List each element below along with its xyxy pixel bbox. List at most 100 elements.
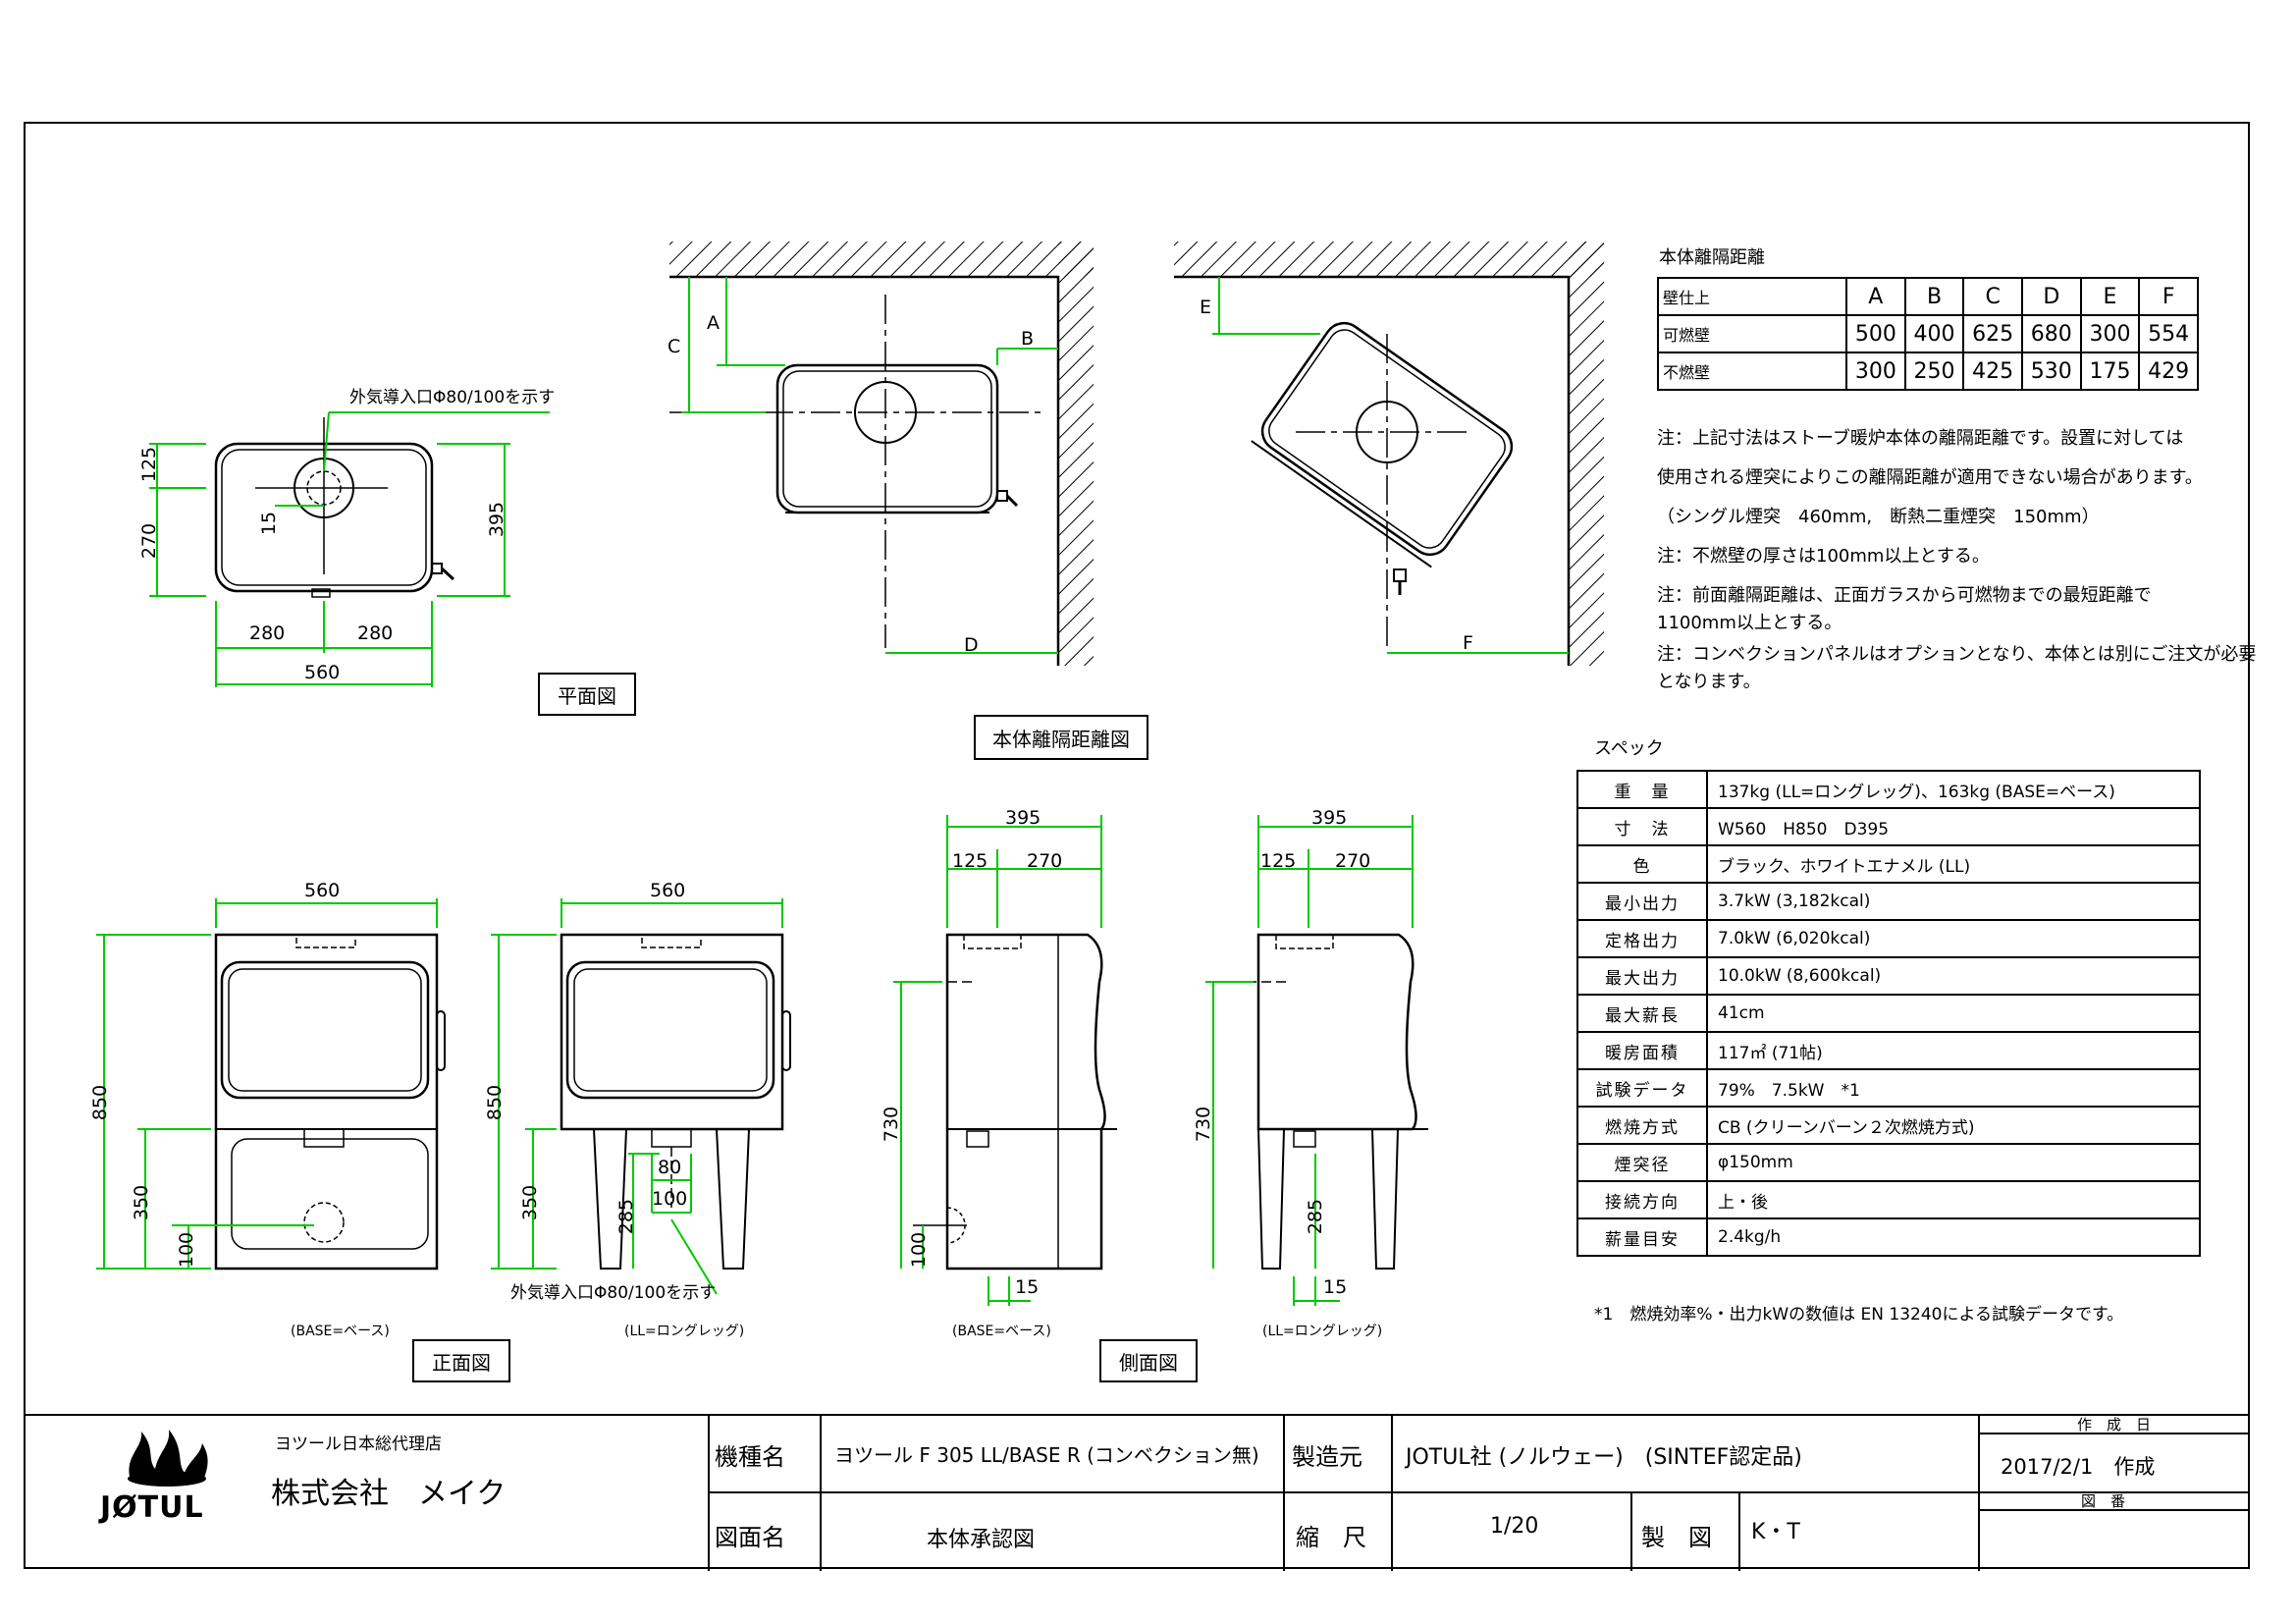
spec-value: CB (クリーンバーン２次燃焼方式) (1706, 1106, 2201, 1145)
front-view-label: 正面図 (412, 1339, 510, 1382)
plan-view-label: 平面図 (538, 673, 636, 716)
plan-view (149, 411, 550, 687)
front-view-base (96, 898, 446, 1271)
clearance-col-d: D (2020, 277, 2082, 316)
dim-560: 560 (304, 662, 341, 683)
dim-front-850-b: 850 (484, 1084, 507, 1121)
clearance-row-label: 可燃壁 (1657, 314, 1847, 353)
dim-front-560-a: 560 (304, 880, 341, 901)
table-row: 可燃壁 500 400 625 680 300 554 (1657, 314, 2199, 353)
clearance-col-b: B (1903, 277, 1965, 316)
dim-side-270-a: 270 (1027, 850, 1063, 872)
dim-125: 125 (138, 446, 161, 483)
spec-footnote: *1 燃焼効率%・出力kWの数値は EN 13240による試験データです。 (1594, 1305, 2124, 1325)
dim-side-395-b: 395 (1311, 807, 1348, 829)
clearance-letter-b: B (1021, 328, 1035, 350)
clearance-col-c: C (1962, 277, 2023, 316)
spec-key: 色 (1576, 844, 1708, 884)
clearance-letter-d: D (964, 634, 979, 656)
table-cell: 680 (2020, 314, 2082, 353)
front-ll-caption: (LL=ロングレッグ) (624, 1324, 745, 1339)
jotul-logo-icon (128, 1430, 208, 1487)
table-row: 色ブラック、ホワイトエナメル (LL) (1576, 844, 2201, 884)
table-cell: 300 (2079, 314, 2141, 353)
dim-front-80: 80 (658, 1157, 682, 1178)
clearance-header-label: 壁仕上 (1657, 277, 1847, 316)
created-value: 2017/2/1 作成 (2001, 1455, 2156, 1479)
dim-side-125-a: 125 (952, 850, 988, 872)
drawing-value: 本体承認図 (927, 1528, 1036, 1552)
clearance-col-f: F (2138, 277, 2199, 316)
model-value: ヨツール F 305 LL/BASE R (コンベクション無) (834, 1443, 1259, 1467)
spec-key: 定格出力 (1576, 919, 1708, 958)
company-name: 株式会社 メイク (271, 1477, 507, 1511)
note-line: となります。 (1657, 672, 1761, 692)
dim-front-100: 100 (176, 1231, 198, 1269)
clearance-col-a: A (1845, 277, 1906, 316)
drafter-value: K・T (1751, 1520, 1800, 1544)
spec-key: 最大薪長 (1576, 994, 1708, 1033)
table-row: 接続方向上・後 (1576, 1180, 2201, 1219)
table-row: 不燃壁 300 250 425 530 175 429 (1657, 352, 2199, 391)
clearance-table-title: 本体離隔距離 (1659, 247, 1765, 268)
clearance-view-corner (1174, 242, 1604, 666)
spec-value: 3.7kW (3,182kcal) (1706, 882, 2201, 921)
spec-key: 最小出力 (1576, 882, 1708, 921)
dim-side-270-b: 270 (1335, 850, 1371, 872)
jotul-logo-text: JØTUL (100, 1490, 204, 1525)
dim-side-15-a: 15 (1015, 1276, 1040, 1298)
spec-value: 137kg (LL=ロングレッグ)、163kg (BASE=ベース) (1706, 770, 2201, 809)
model-label: 機種名 (715, 1443, 785, 1471)
table-cell: 429 (2138, 352, 2199, 391)
table-cell: 554 (2138, 314, 2199, 353)
side-view-label: 側面図 (1099, 1339, 1198, 1382)
drawing-frame (24, 122, 2250, 1569)
clearance-letter-e: E (1200, 297, 1212, 318)
inlet-note-front: 外気導入口Φ80/100を示す (510, 1283, 717, 1303)
table-cell: 300 (1845, 352, 1906, 391)
spec-value: 79% 7.5kW *1 (1706, 1068, 2201, 1108)
spec-key: 寸 法 (1576, 807, 1708, 846)
dim-front-350-a: 350 (131, 1184, 153, 1221)
clearance-letter-a: A (707, 312, 720, 334)
clearance-view-label: 本体離隔距離図 (974, 715, 1148, 760)
spec-value: 41cm (1706, 994, 2201, 1033)
dim-side-730-b: 730 (1193, 1106, 1215, 1143)
spec-title: スペック (1594, 738, 1664, 759)
title-block-grid (128, 1416, 2250, 1571)
dim-front-100-width: 100 (652, 1188, 688, 1210)
dim-395: 395 (486, 501, 508, 538)
clearance-row-label: 不燃壁 (1657, 352, 1847, 391)
note-line: 注：上記寸法はストーブ暖炉本体の離隔距離です。設置に対しては (1657, 428, 2184, 449)
dim-270: 270 (138, 522, 161, 560)
spec-value: 上・後 (1706, 1180, 2201, 1219)
scale-value: 1/20 (1490, 1514, 1539, 1539)
front-base-caption: (BASE=ベース) (291, 1324, 390, 1339)
dim-side-285: 285 (1305, 1198, 1327, 1235)
dim-280-right: 280 (357, 622, 394, 644)
table-cell: 250 (1903, 352, 1965, 391)
drawing-label: 図面名 (715, 1524, 785, 1551)
spec-key: 最大出力 (1576, 956, 1708, 996)
dim-side-730-a: 730 (881, 1106, 903, 1143)
clearance-view-rear (669, 242, 1094, 666)
spec-key: 接続方向 (1576, 1180, 1708, 1219)
spec-key: 燃焼方式 (1576, 1106, 1708, 1145)
side-base-caption: (BASE=ベース) (952, 1324, 1051, 1339)
table-cell: 400 (1903, 314, 1965, 353)
clearance-col-e: E (2079, 277, 2141, 316)
note-line: 注：コンベクションパネルはオプションとなり、本体とは別にご注文が必要 (1657, 644, 2257, 665)
spec-key: 重 量 (1576, 770, 1708, 809)
title-block: JØTUL ヨツール日本総代理店 株式会社 メイク 機種名 ヨツール F 305… (24, 1414, 2250, 1571)
spec-key: 薪量目安 (1576, 1217, 1708, 1257)
note-line: 注：前面離隔距離は、正面ガラスから可燃物までの最短距離で (1657, 585, 2152, 606)
note-line: 使用される煙突によりこの離隔距離が適用できない場合があります。 (1657, 467, 2203, 488)
spec-value: φ150mm (1706, 1143, 2201, 1182)
